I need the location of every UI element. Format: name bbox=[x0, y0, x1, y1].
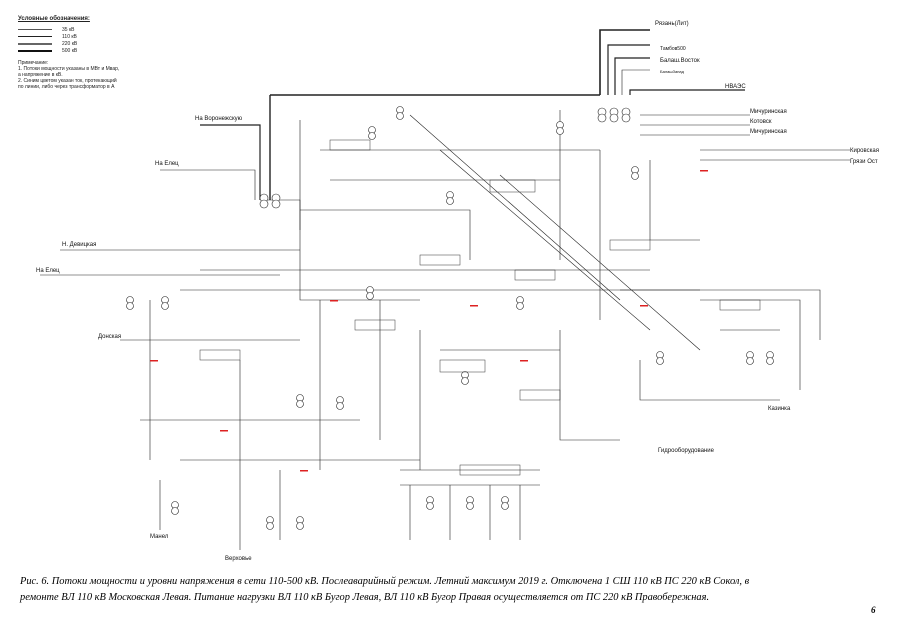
line-gidro bbox=[559, 330, 620, 441]
dir-balash-small: БалашЗапад bbox=[660, 69, 685, 74]
power-grid-diagram: Рязань(Лит) Тамбов500 Балаш.Восток Балаш… bbox=[36, 21, 879, 562]
line-voronezh bbox=[200, 124, 261, 200]
legend-note-line-4: по линии, либо через трансформатор в А bbox=[18, 84, 115, 90]
legend-label-110: 110 кВ bbox=[62, 33, 77, 40]
dir-michurinsk: Мичуринская bbox=[750, 109, 787, 115]
diag-2 bbox=[439, 149, 651, 331]
dir-gidro: Гидрооборудование bbox=[658, 448, 715, 454]
legend-label-500: 500 кВ bbox=[62, 47, 78, 54]
dir-gryazi: Грязи Ост bbox=[850, 159, 878, 165]
dir-elets2: На Елец bbox=[36, 268, 60, 274]
legend: Условные обозначения: 35 кВ 110 кВ 220 к… bbox=[18, 16, 138, 90]
dir-tambov: Тамбов500 bbox=[660, 46, 686, 52]
dir-elets1: На Елец bbox=[155, 161, 179, 167]
dir-kaziinka: Казинка bbox=[768, 406, 791, 412]
legend-swatch-220 bbox=[18, 42, 52, 45]
legend-note-line-2: а напряжение в кВ. bbox=[18, 72, 63, 78]
caption-line-2: ремонте ВЛ 110 кВ Московская Левая. Пита… bbox=[20, 592, 710, 603]
legend-row-110: 110 кВ bbox=[18, 33, 138, 40]
legend-label-35: 35 кВ bbox=[62, 26, 75, 33]
legend-title: Условные обозначения: bbox=[18, 16, 90, 22]
dir-nvaes: НВАЭС bbox=[725, 84, 746, 90]
page-number: 6 bbox=[871, 605, 876, 615]
diag-1 bbox=[409, 114, 621, 301]
line-ryazan bbox=[599, 29, 650, 95]
legend-row-220: 220 кВ bbox=[18, 40, 138, 47]
dir-balash: Балаш.Восток bbox=[660, 58, 700, 64]
legend-row-500: 500 кВ bbox=[18, 47, 138, 54]
value-marks bbox=[150, 170, 708, 472]
dir-manel: Манел bbox=[150, 534, 169, 540]
mesh-d bbox=[300, 209, 471, 260]
line-nvaes bbox=[629, 89, 745, 95]
legend-note: Примечание: 1. Потоки мощности указаны в… bbox=[18, 60, 138, 90]
legend-swatch-35 bbox=[18, 29, 52, 30]
line-elets1 bbox=[160, 169, 256, 200]
substation-boxes bbox=[199, 139, 761, 476]
right-feed-1 bbox=[700, 299, 801, 390]
legend-note-line-3: 2. Синим цветом указан ток, протекающий bbox=[18, 78, 117, 84]
dir-ryazan: Рязань(Лит) bbox=[655, 21, 689, 27]
legend-row-35: 35 кВ bbox=[18, 26, 138, 33]
dir-donskaya: Донская bbox=[98, 334, 121, 340]
right-bus bbox=[620, 289, 821, 340]
legend-note-line-1: 1. Потоки мощности указаны в МВт и Мвар, bbox=[18, 66, 120, 72]
line-kaziinka bbox=[639, 360, 780, 401]
dir-voronezh: На Воронежскую bbox=[195, 116, 243, 122]
figure-caption: Рис. 6. Потоки мощности и уровни напряже… bbox=[20, 574, 880, 606]
legend-note-title: Примечание: bbox=[18, 60, 49, 66]
legend-swatch-110 bbox=[18, 36, 52, 37]
line-tambov bbox=[607, 44, 650, 95]
dir-michurinsk2: Мичуринская bbox=[750, 129, 787, 135]
transformers bbox=[126, 106, 774, 530]
bus-left bbox=[265, 199, 301, 230]
dir-kotovsk: Котовск bbox=[750, 119, 772, 125]
grid-lines bbox=[40, 29, 850, 550]
line-balash-small bbox=[621, 69, 650, 95]
caption-line-1: Рис. 6. Потоки мощности и уровни напряже… bbox=[20, 576, 750, 587]
legend-label-220: 220 кВ bbox=[62, 40, 78, 47]
dir-n-devitsa: Н. Девицкая bbox=[62, 242, 96, 248]
vert-c3 bbox=[649, 160, 700, 241]
line-balash bbox=[614, 57, 650, 95]
legend-swatch-500 bbox=[18, 49, 52, 52]
dir-kirovskaya: Кировская bbox=[850, 148, 879, 154]
dir-verkhovye: Верховье bbox=[225, 556, 252, 562]
